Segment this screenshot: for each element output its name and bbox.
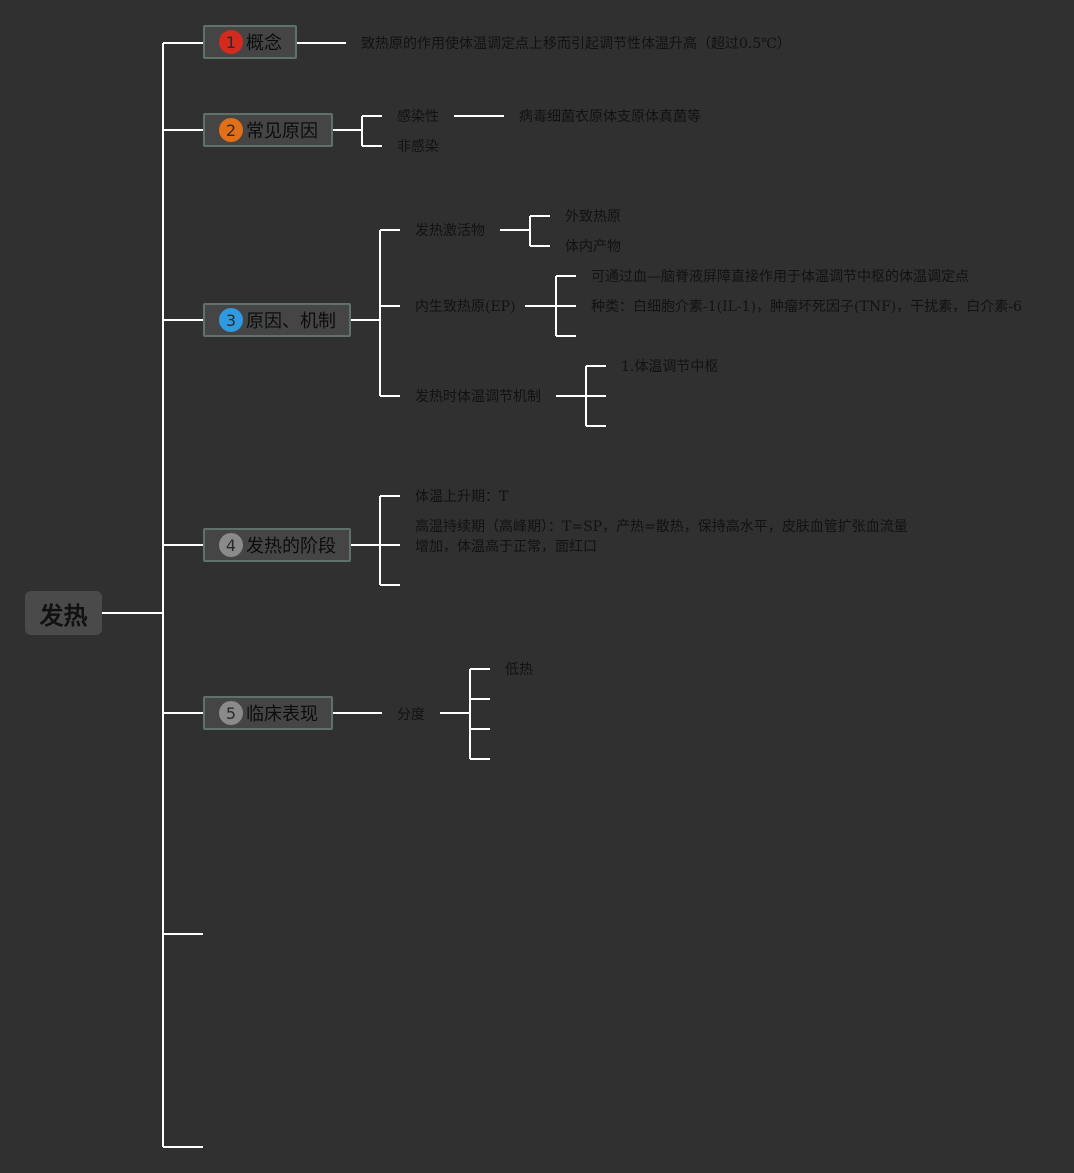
mechanism-activator[interactable]: 发热激活物: [415, 223, 485, 239]
number-badge-5: 5: [219, 701, 243, 725]
cause-infectious[interactable]: 感染性: [397, 109, 439, 125]
number-badge-2: 2: [219, 118, 243, 142]
number-badge-1: 1: [219, 30, 243, 54]
cause-noninfectious[interactable]: 非感染: [397, 139, 439, 155]
mechanism-ep[interactable]: 内生致热原(EP): [415, 299, 516, 315]
topic-cause-mechanism[interactable]: 3 原因、机制: [203, 303, 351, 337]
grading-item-1[interactable]: 低热: [505, 662, 533, 678]
cause-infectious-detail[interactable]: 病毒细菌衣原体支原体真菌等: [519, 109, 701, 125]
topic-fever-stages[interactable]: 4 发热的阶段: [203, 528, 351, 562]
stage-plateau-line-1[interactable]: 高温持续期（高峰期）：T=SP，产热=散热，保持高水平，皮肤血管扩张血流量: [415, 519, 908, 535]
ep-item-2[interactable]: 种类：白细胞介素-1(IL-1)，肿瘤坏死因子(TNF)，干扰素，白介素-6: [591, 299, 1022, 315]
activator-item-2[interactable]: 体内产物: [565, 239, 621, 255]
stage-rise[interactable]: 体温上升期：T: [415, 489, 509, 505]
clinical-grading[interactable]: 分度: [397, 707, 425, 723]
number-badge-4: 4: [219, 533, 243, 557]
topic-concept[interactable]: 1 概念: [203, 25, 297, 59]
topic-label: 临床表现: [246, 704, 318, 725]
concept-definition[interactable]: 致热原的作用使体温调定点上移而引起调节性体温升高（超过0.5℃）: [361, 36, 791, 52]
topic-label: 原因、机制: [246, 311, 336, 332]
topic-label: 常见原因: [246, 121, 318, 142]
ep-item-1[interactable]: 可通过血—脑脊液屏障直接作用于体温调节中枢的体温调定点: [591, 269, 969, 285]
root-topic[interactable]: 发热: [25, 591, 102, 635]
topic-label: 发热的阶段: [246, 536, 336, 557]
stage-plateau-line-2[interactable]: 增加，体温高于正常，面红口: [415, 539, 597, 555]
topic-clinical-manifestation[interactable]: 5 临床表现: [203, 696, 333, 730]
topic-label: 概念: [246, 33, 282, 54]
number-badge-3: 3: [219, 308, 243, 332]
topic-common-causes[interactable]: 2 常见原因: [203, 113, 333, 147]
mechanism-regulation[interactable]: 发热时体温调节机制: [415, 389, 541, 405]
activator-item-1[interactable]: 外致热原: [565, 209, 621, 225]
regulation-item-1[interactable]: 1.体温调节中枢: [621, 359, 719, 375]
